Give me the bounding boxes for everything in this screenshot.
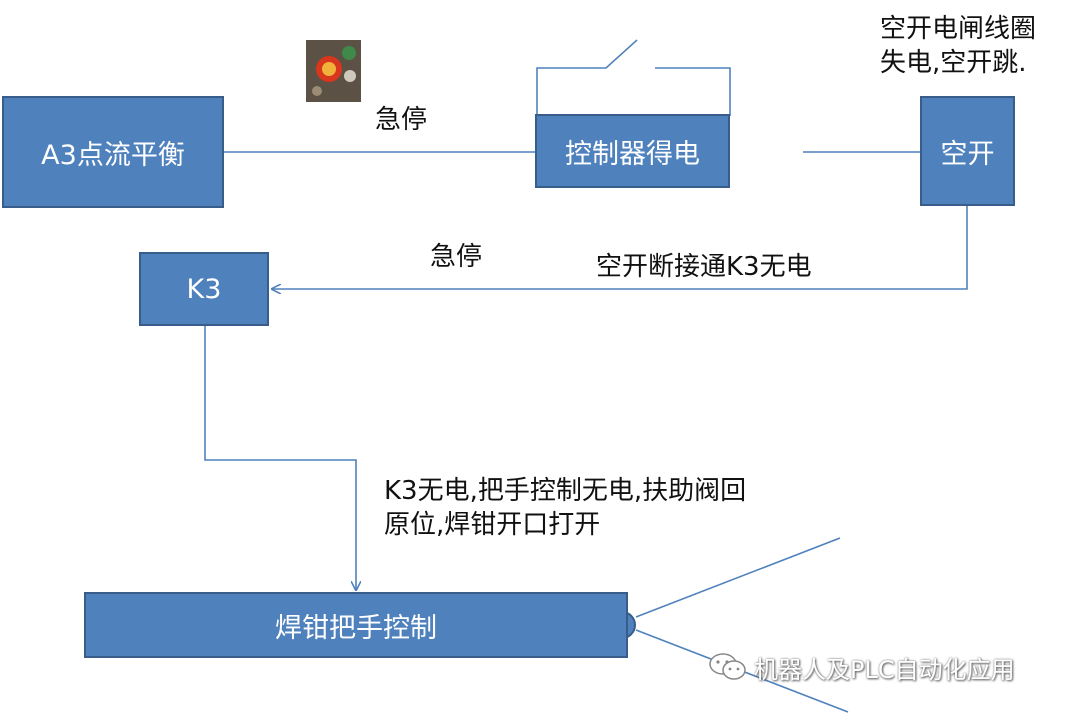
k3-node: K3	[139, 252, 269, 326]
breaker-to-k3-label: 空开断接通K3无电	[596, 252, 812, 282]
emergency-stop-photo	[306, 40, 361, 102]
wechat-icon	[709, 653, 746, 680]
gun-handle-node-label: 焊钳把手控制	[275, 612, 437, 644]
a3-node: A3点流平衡	[2, 96, 224, 208]
controller-node: 控制器得电	[535, 114, 730, 188]
k3-node-label: K3	[186, 273, 222, 305]
controller-node-label: 控制器得电	[565, 138, 700, 170]
a3-node-label: A3点流平衡	[41, 139, 185, 171]
estop-label-top: 急停	[375, 105, 428, 135]
breaker-note-line1: 空开电闸线圈	[880, 14, 1037, 44]
wire-k3-gun	[204, 326, 356, 590]
watermark-text: 机器人及PLC自动化应用	[754, 655, 1015, 684]
switch-contact	[536, 39, 638, 116]
k3-effect-line1: K3无电,把手控制无电,扶助阀回	[384, 476, 747, 506]
gun-handle-node: 焊钳把手控制	[84, 592, 628, 658]
switch-contact-right	[655, 67, 731, 116]
gun-jaw-upper	[635, 537, 841, 618]
k3-effect-line2: 原位,焊钳开口打开	[384, 510, 601, 540]
k3-effect-note: K3无电,把手控制无电,扶助阀回 原位,焊钳开口打开	[384, 474, 746, 542]
breaker-node-label: 空开	[940, 138, 995, 170]
wire-breaker-k3	[272, 206, 968, 289]
estop-label-bottom: 急停	[430, 242, 483, 272]
breaker-node: 空开	[920, 96, 1015, 206]
breaker-note-line2: 失电,空开跳.	[880, 48, 1027, 78]
watermark: 机器人及PLC自动化应用	[708, 650, 1015, 684]
breaker-note: 空开电闸线圈 失电,空开跳.	[880, 12, 1036, 80]
